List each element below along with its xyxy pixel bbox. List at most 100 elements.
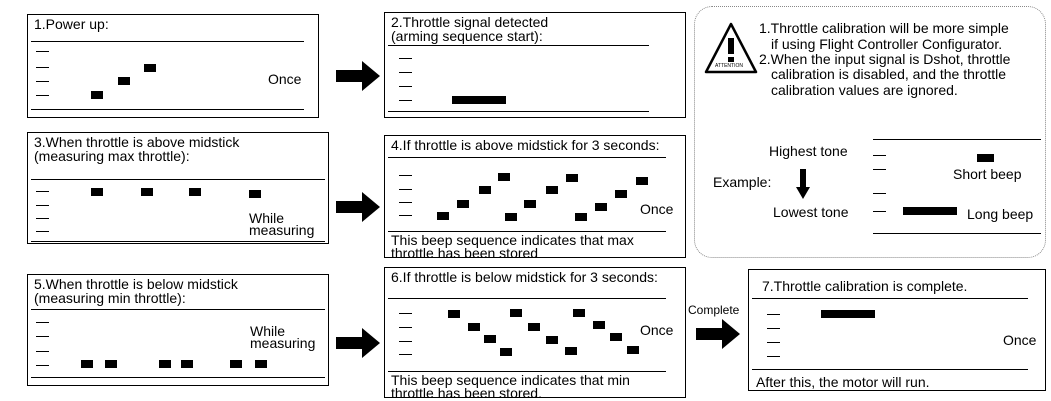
repeat-label: Once [640, 322, 674, 338]
beep [573, 309, 585, 317]
beep [566, 174, 578, 182]
staff-tick [399, 354, 412, 355]
staff-bottom-line [31, 109, 304, 110]
staff-tick [399, 189, 412, 190]
beep [457, 200, 469, 208]
staff-tick [767, 342, 780, 343]
beep [615, 190, 627, 198]
step-4-footer: This beep sequence indicates that max th… [391, 232, 634, 261]
staff-top-line [31, 41, 304, 42]
long-beep-label: Long beep [967, 206, 1034, 222]
staff-tick [767, 328, 780, 329]
staff-tick [399, 215, 412, 216]
short-beep-sample [977, 154, 994, 162]
staff-tick [399, 72, 412, 73]
beep [484, 335, 496, 343]
example-label: Example: [713, 174, 772, 190]
right-arrow-icon [336, 61, 380, 91]
staff-bottom-line [752, 369, 1028, 370]
beep [118, 77, 130, 85]
beep [546, 186, 558, 194]
staff-tick [36, 205, 49, 206]
beep [141, 188, 153, 196]
beep [627, 346, 639, 354]
step-6-panel: 6.If throttle is below midstick for 3 se… [384, 267, 686, 401]
staff-tick [399, 341, 412, 342]
beep [610, 333, 622, 341]
staff-tick [873, 193, 886, 194]
beep [448, 310, 460, 318]
short-beep-label: Short beep [953, 166, 1022, 182]
staff-tick [873, 155, 886, 156]
complete-label: Complete [688, 303, 740, 317]
beep [189, 188, 201, 196]
beep [91, 91, 103, 99]
staff-tick [399, 86, 412, 87]
step-2-panel: 2.Throttle signal detected (arming seque… [384, 12, 686, 118]
staff-tick [36, 336, 49, 337]
step-6-footer: This beep sequence indicates that min th… [391, 372, 630, 401]
repeat-label: While measuring [250, 323, 316, 351]
step-3-title: 3.When throttle is above midstick (measu… [34, 134, 240, 164]
lowest-tone-label: Lowest tone [773, 204, 849, 220]
right-arrow-icon [336, 192, 380, 222]
beep [528, 323, 540, 331]
beep [500, 348, 512, 356]
note-1-line-a: 1.Throttle calibration will be more simp… [759, 20, 1009, 36]
staff-top-line [31, 309, 325, 310]
step-1-title: 1.Power up: [34, 16, 109, 32]
beep [479, 186, 491, 194]
step-5-title: 5.When throttle is below midstick (measu… [34, 276, 238, 306]
staff-bottom-line [31, 241, 325, 242]
step-2-title: 2.Throttle signal detected (arming seque… [391, 14, 549, 44]
step-6-title: 6.If throttle is below midstick for 3 se… [391, 269, 658, 285]
staff-tick [399, 100, 412, 101]
notes-box: ATTENTION 1.Throttle calibration will be… [694, 6, 1046, 258]
staff-tick [36, 218, 49, 219]
staff-tick [399, 202, 412, 203]
step-5-panel: 5.When throttle is below midstick (measu… [27, 274, 329, 386]
staff-top-line [752, 298, 1028, 299]
staff-top-line [31, 179, 325, 180]
beep [255, 360, 267, 368]
staff-tick [873, 169, 886, 170]
staff-tick [36, 231, 49, 232]
beep [505, 213, 517, 221]
staff-tick [767, 314, 780, 315]
right-arrow-icon [696, 319, 740, 349]
example-staff-bottom-line [873, 233, 1041, 234]
beep [593, 321, 605, 329]
attention-warning-icon [704, 22, 758, 74]
staff-tick [36, 365, 49, 366]
beep [437, 212, 449, 220]
beep [105, 360, 117, 368]
long-beep [452, 96, 506, 104]
repeat-label: While measuring [249, 210, 315, 238]
staff-top-line [388, 45, 649, 46]
beep [468, 323, 480, 331]
beep [636, 177, 648, 185]
beep [546, 336, 558, 344]
beep [159, 360, 171, 368]
beep [91, 188, 103, 196]
note-1-line-b: if using Flight Controller Configurator. [771, 36, 1003, 52]
step-1-panel: 1.Power up: Once [27, 14, 319, 118]
staff-bottom-line [388, 231, 666, 232]
repeat-label: Once [640, 201, 674, 217]
beep [230, 360, 242, 368]
staff-tick [399, 175, 412, 176]
staff-tick [399, 327, 412, 328]
staff-tick [36, 81, 49, 82]
staff-tick [36, 67, 49, 68]
staff-tick [36, 351, 49, 352]
example-staff-top-line [873, 139, 1041, 140]
staff-top-line [388, 298, 666, 299]
staff-tick [873, 211, 886, 212]
staff-tick [399, 313, 412, 314]
staff-tick [36, 95, 49, 96]
beep [144, 64, 156, 72]
beep [498, 173, 510, 181]
beep [510, 309, 522, 317]
step-4-panel: 4.If throttle is above midstick for 3 se… [384, 135, 686, 261]
repeat-label: Once [268, 71, 302, 87]
